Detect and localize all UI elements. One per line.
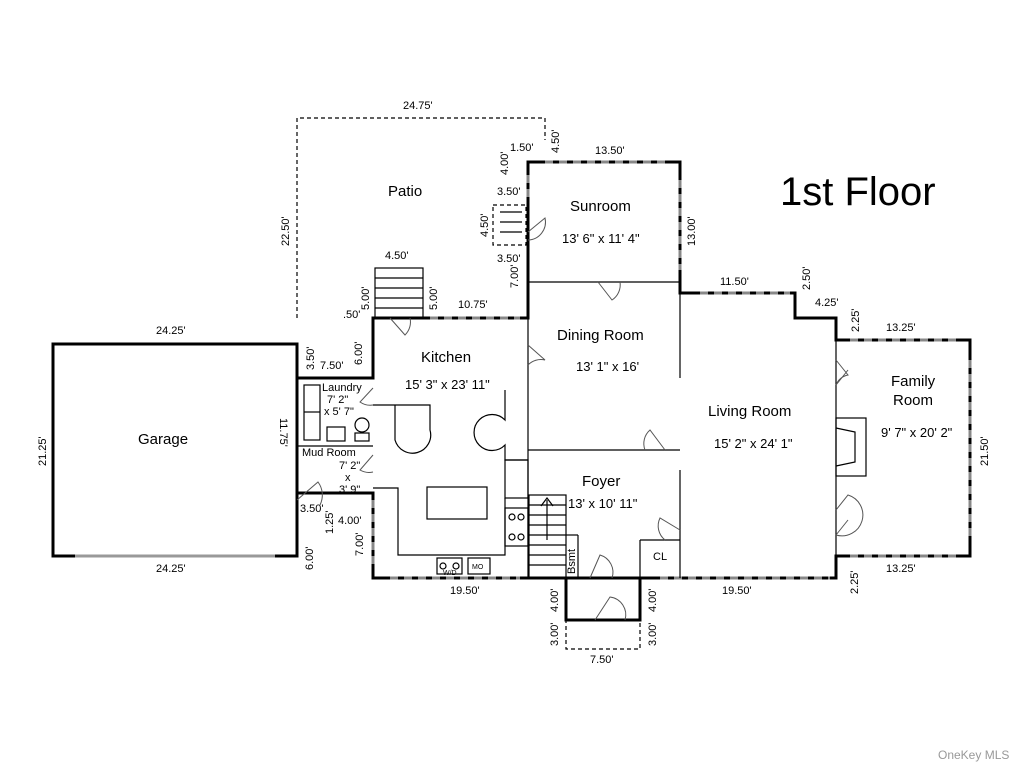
living-room-size: 15' 2" x 24' 1" [714,436,793,451]
dim-patio-width: 24.75' [403,100,433,112]
sunroom-size: 13' 6" x 11' 4" [562,231,640,246]
dim-7-50-stoop: 7.50' [590,654,614,666]
dim-4-25: 4.25' [815,297,839,309]
dim-6-00-bottom: 6.00' [304,546,316,570]
dim-family-depth: 21.50' [979,436,991,466]
dim-19-50-left: 19.50' [450,585,480,597]
microwave-label: MO [472,564,484,571]
door-swings [296,217,864,621]
dim-2-25-bottom: 2.25' [849,570,861,594]
foyer-label: Foyer [582,473,620,490]
dim-4-50-step: 4.50' [479,213,491,237]
dim-4-00-mud: 4.00' [338,515,362,527]
laundry-label: Laundry [322,382,362,394]
dim-7-00-dining: 7.00' [509,264,521,288]
dim-2-50: 2.50' [801,266,813,290]
dim-11-50: 11.50' [720,276,749,288]
patio-outline [296,117,546,318]
dim-step-bottom: 3.50' [497,253,521,265]
dim-kitchen-steps-width: 4.50' [385,250,409,262]
foyer-bumpout [564,576,642,622]
washer-dryer-label: W/D [443,570,457,577]
laundry-fixtures [303,384,370,442]
patio-label: Patio [388,183,422,200]
living-room-label: Living Room [708,403,791,420]
dim-5-00-right: 5.00' [428,286,440,310]
dim-5-00-left: 5.00' [360,286,372,310]
dim-4-50-patio: 4.50' [550,129,562,153]
floor-title: 1st Floor [780,170,936,214]
dim-3-00-right: 3.00' [647,622,659,646]
dim-4-00-foyer-left: 4.00' [549,588,561,612]
foyer-stairs [528,494,579,579]
dining-room-size: 13' 1" x 16' [576,359,639,374]
kitchen-steps [374,267,424,319]
dining-room-label: Dining Room [557,327,644,344]
family-room-label-line2: Room [893,392,933,409]
front-stoop [565,619,641,650]
dim-4-00-foyer-right: 4.00' [647,588,659,612]
dim-19-50-right: 19.50' [722,585,752,597]
dim-3-50-laundry: 3.50' [305,346,317,370]
dim-11-75: 11.75' [277,418,289,447]
dim-7-00-kitchen: 7.00' [354,532,366,556]
mudroom-size-line1: 7' 2" [339,460,360,472]
patio-step-treads [500,211,522,233]
closet-label: CL [653,551,667,563]
laundry-size-line2: x 5' 7" [324,406,354,418]
dim-family-bottom: 13.25' [886,563,916,575]
dim-step-top: 3.50' [497,186,521,198]
dim-10-75: 10.75' [458,299,488,311]
sunroom-label: Sunroom [570,198,631,215]
dim-7-50: 7.50' [320,360,344,372]
dim-family-top: 13.25' [886,322,916,334]
dim-4-00-patio: 4.00' [499,151,511,175]
foyer-size: 13' x 10' 11" [568,496,638,511]
garage-walls [51,342,299,558]
mudroom-size-line2: x [345,472,351,484]
garage-label: Garage [138,431,188,448]
dim-garage-bottom: 24.25' [156,563,186,575]
dim-sunroom-depth: 13.00' [686,216,698,246]
patio-step [492,204,527,246]
mudroom-size-line3: 3' 9" [339,484,360,496]
fireplace [835,417,867,477]
dim-2-25-top: 2.25' [850,308,862,332]
dim-garage-depth: 21.25' [37,436,49,466]
family-room-label-line1: Family [891,373,936,390]
dim-patio-depth: 22.50' [280,216,292,246]
mudroom-label: Mud Room [302,447,356,459]
dim-garage-top: 24.25' [156,325,186,337]
kitchen-counters [373,390,529,575]
dim-3-00-left: 3.00' [549,622,561,646]
watermark: OneKey MLS [938,748,1009,762]
dim-3-50-mud: 3.50' [300,503,324,515]
dim-sunroom-width: 13.50' [595,145,625,157]
dim-1-50: 1.50' [510,142,534,154]
windows [371,160,972,580]
dim-6-00-top: 6.00' [353,341,365,365]
dim-1-25: 1.25' [324,510,336,534]
family-room-size: 9' 7" x 20' 2" [881,425,953,440]
kitchen-label: Kitchen [421,349,471,366]
kitchen-size: 15' 3" x 23' 11" [405,377,490,392]
dim-0-50: .50' [343,309,360,321]
laundry-size-line1: 7' 2" [327,394,348,406]
basement-label: Bsmt [566,549,578,574]
